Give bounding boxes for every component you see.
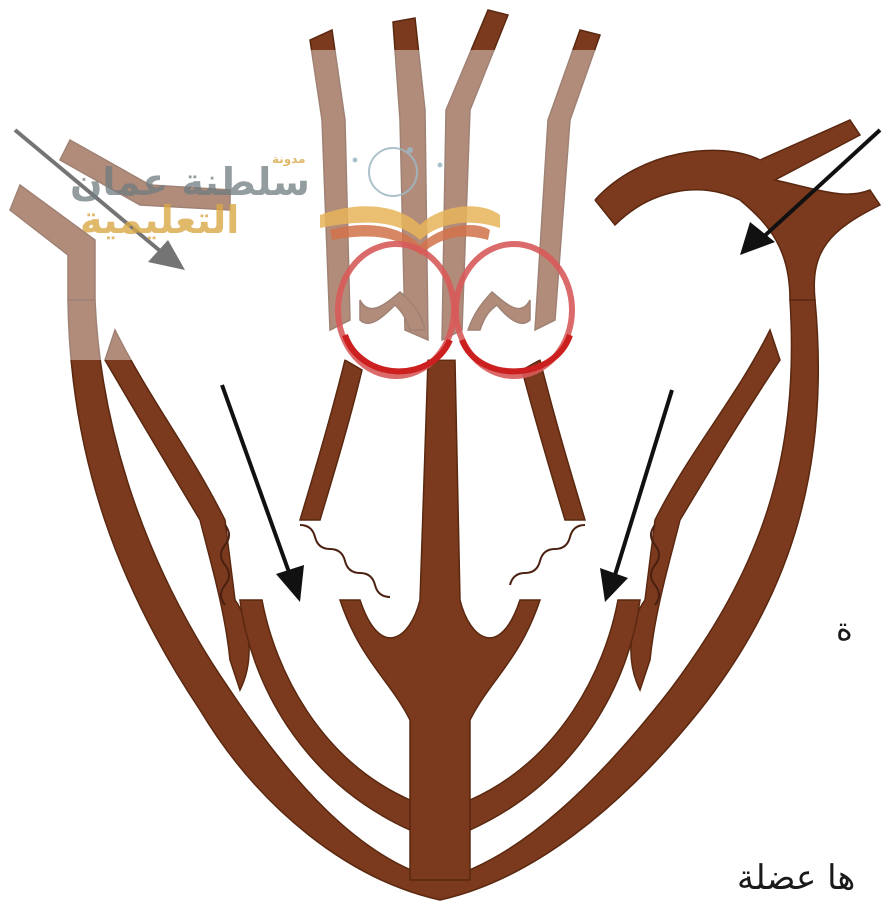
right-ventricle-inner-wall [522,360,585,520]
cropped-text-fragment: ها عضلة [737,858,855,898]
valve-center-right [510,525,585,585]
flow-arrow-icon [222,385,304,602]
cropped-text-fragment: ة [836,610,853,648]
right-atrium-wall [631,330,780,690]
left-ventricle-inner-wall [300,360,362,520]
right-vessels [595,120,880,300]
valve-center-left [300,525,390,597]
watermark-subtitle: التعليمية [80,198,239,242]
